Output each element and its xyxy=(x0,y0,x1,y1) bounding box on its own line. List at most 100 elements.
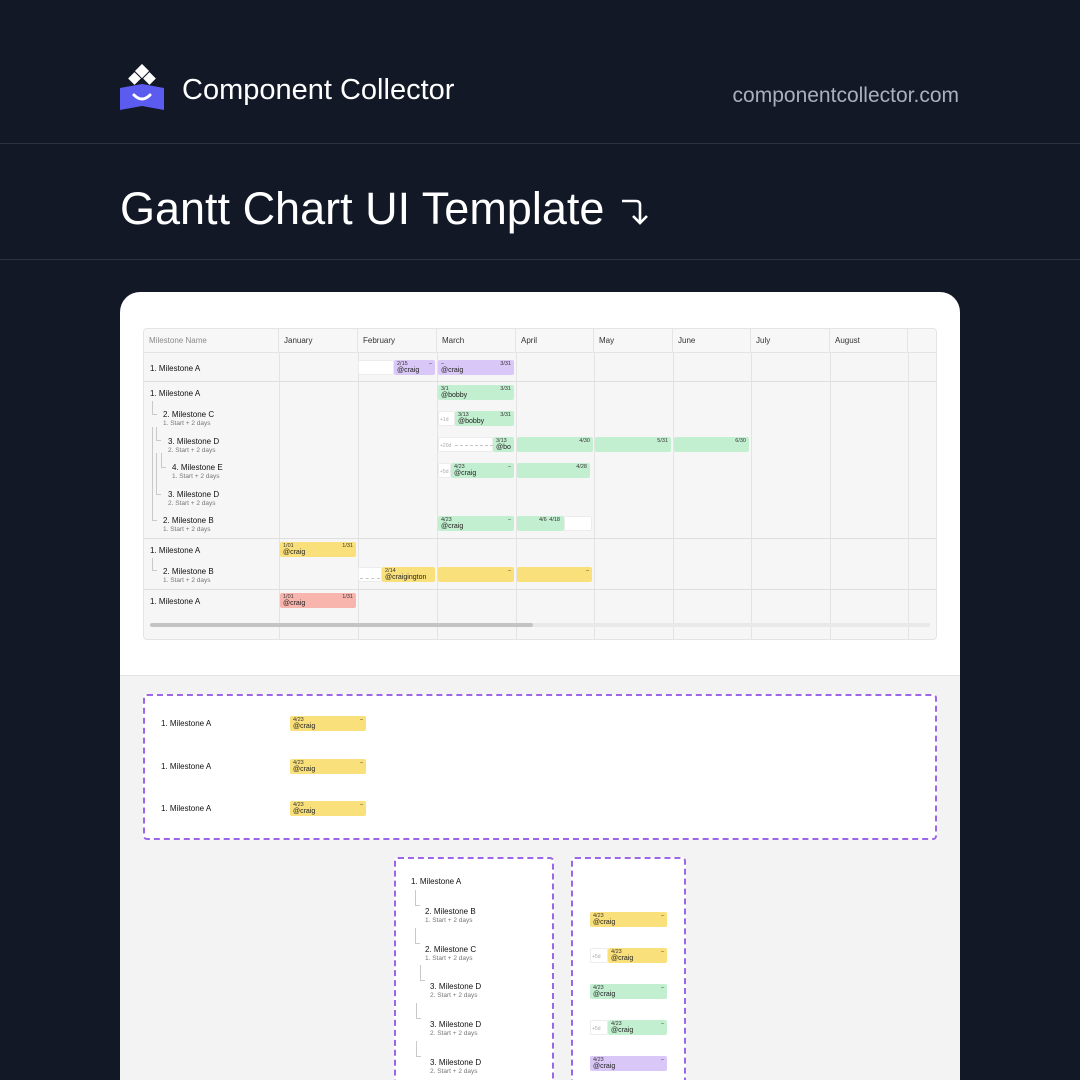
bar-end-date: – xyxy=(359,802,363,808)
column-header-march[interactable]: March xyxy=(437,329,516,353)
brand[interactable]: Component Collector xyxy=(120,63,454,117)
column-header-april[interactable]: April xyxy=(516,329,594,353)
group-divider xyxy=(144,538,936,539)
lag-dash xyxy=(360,578,380,579)
bar-start-date: 4/23 xyxy=(593,985,604,991)
template-card: Milestone Name January February March Ap… xyxy=(120,292,960,1080)
bar-end-date: 4/30 xyxy=(579,438,590,444)
gantt-bar[interactable]: – xyxy=(517,567,592,582)
gantt-bar[interactable]: 4/23–@craig xyxy=(438,516,514,531)
column-header-milestone-name[interactable]: Milestone Name xyxy=(144,329,279,353)
gantt-bar[interactable]: –3/31@craig xyxy=(438,360,514,375)
gantt-bar[interactable]: 2/15–@craig xyxy=(394,360,435,375)
gantt-bar[interactable]: 4/23–@craig xyxy=(608,1020,667,1035)
gantt-grid: Milestone Name January February March Ap… xyxy=(143,328,937,640)
bar-start-date: 2/15 xyxy=(397,361,408,367)
gantt-bar[interactable]: 4/23–@craig xyxy=(590,984,667,999)
bar-end-date: 3/31 xyxy=(500,361,511,367)
row-label[interactable]: 1. Milestone A xyxy=(150,389,200,398)
tree-connector xyxy=(416,1003,421,1019)
row-label[interactable]: 1. Milestone A xyxy=(161,719,212,728)
group-divider xyxy=(144,381,936,382)
bar-end-date: – xyxy=(660,985,664,991)
row-sublabel: 2. Start + 2 days xyxy=(430,1030,478,1037)
bar-assignee: @craig xyxy=(593,919,616,926)
row-label-text: 3. Milestone D xyxy=(430,1020,482,1029)
grid-line xyxy=(279,353,280,639)
column-header-january[interactable]: January xyxy=(279,329,358,353)
gantt-bar[interactable]: 6/30 xyxy=(674,437,749,452)
gantt-bar[interactable]: 4/28 xyxy=(517,463,590,478)
gantt-bar[interactable]: 4/23–@craig xyxy=(451,463,514,478)
horizontal-scrollbar[interactable] xyxy=(150,623,930,627)
gantt-bar[interactable]: 5/31 xyxy=(595,437,671,452)
column-header-june[interactable]: June xyxy=(673,329,751,353)
row-label-text: 2. Milestone B xyxy=(163,516,214,525)
bar-lag: +20d xyxy=(438,437,493,452)
row-label[interactable]: 1. Milestone A xyxy=(150,546,200,555)
bar-start-date: 1/01 xyxy=(283,543,294,549)
tree-connector xyxy=(156,427,161,441)
row-label-text: 2. Milestone C xyxy=(163,410,215,419)
bar-assignee: @bobby xyxy=(441,392,468,399)
row-label[interactable]: 1. Milestone A xyxy=(150,364,200,373)
row-label[interactable]: 1. Milestone A xyxy=(161,762,212,771)
bar-assignee: @craig xyxy=(283,549,306,556)
site-domain-link[interactable]: componentcollector.com xyxy=(732,84,959,107)
scrollbar-thumb[interactable] xyxy=(150,623,533,627)
row-label[interactable]: 1. Milestone A xyxy=(411,877,461,886)
bar-end-date: – xyxy=(660,1021,664,1027)
row-label-text: 2. Milestone B xyxy=(425,907,476,916)
gantt-bar[interactable]: 4/23–@craig xyxy=(608,948,667,963)
bar-start-date: 4/23 xyxy=(611,949,622,955)
gantt-bar[interactable]: 4/23–@craig xyxy=(590,912,667,927)
gantt-bar[interactable]: 4/23–@craig xyxy=(290,801,366,816)
column-header-july[interactable]: July xyxy=(751,329,830,353)
bar-assignee: @bobby xyxy=(458,418,485,425)
gantt-bar[interactable]: – xyxy=(438,567,514,582)
gantt-bar[interactable]: 3/13@bo xyxy=(493,437,514,452)
arrow-down-right-hook-icon xyxy=(618,188,649,240)
column-header-august[interactable]: August xyxy=(830,329,908,353)
gantt-bar[interactable]: 4/23–@craig xyxy=(290,716,366,731)
bar-assignee: @craig xyxy=(441,523,464,530)
row-label-text: 3. Milestone D xyxy=(168,437,220,446)
row-sublabel: 1. Start + 2 days xyxy=(163,577,211,584)
component-parts-area: 1. Milestone A 1. Milestone A 1. Milesto… xyxy=(120,675,960,1080)
bar-end-date: 1/31 xyxy=(342,594,353,600)
row-sublabel: 2. Start + 2 days xyxy=(430,1068,478,1075)
gantt-bar[interactable]: 4/23–@craig xyxy=(290,759,366,774)
bar-assignee: @craig xyxy=(611,955,634,962)
bar-start-date: 4/6 xyxy=(539,517,547,523)
lag-label: +5d xyxy=(592,954,601,960)
column-header-may[interactable]: May xyxy=(594,329,673,353)
gantt-bar[interactable]: 4/30 xyxy=(517,437,593,452)
gantt-bar[interactable]: 2/14@craigington xyxy=(382,567,435,582)
bar-placeholder xyxy=(358,360,394,375)
gantt-bar[interactable]: 4/23–@craig xyxy=(590,1056,667,1071)
row-label-text: 3. Milestone D xyxy=(430,982,482,991)
row-label[interactable]: 1. Milestone A xyxy=(161,804,212,813)
row-label-text: 1. Milestone A xyxy=(150,546,201,555)
row-label[interactable]: 1. Milestone A xyxy=(150,597,200,606)
tree-connector xyxy=(415,890,420,906)
bar-assignee: @craig xyxy=(283,600,306,607)
column-header-february[interactable]: February xyxy=(358,329,437,353)
bar-assignee: @craig xyxy=(293,723,316,730)
